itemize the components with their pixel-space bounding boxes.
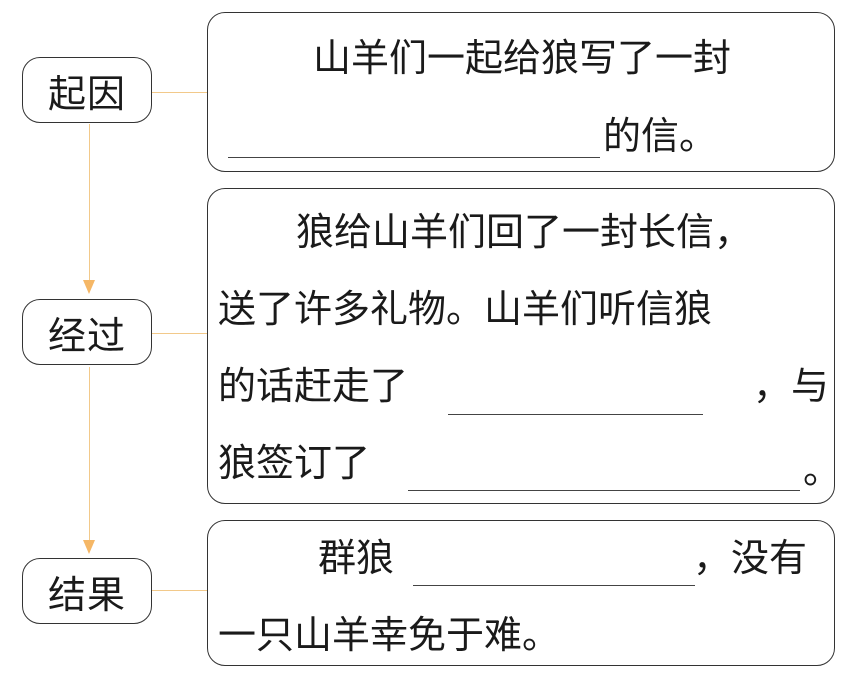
result-box: 群狼 ，没有 一只山羊幸免于难。 xyxy=(207,520,835,666)
cause-line-1: 山羊们一起给狼写了一封 xyxy=(313,36,732,80)
connector-process-to-result xyxy=(89,367,90,544)
result-line-1-end: ，没有 xyxy=(693,536,808,580)
process-box: 狼给山羊们回了一封长信， 送了许多礼物。山羊们听信狼 的话赶走了 ，与 狼签订了… xyxy=(207,188,841,504)
stage-label-process: 经过 xyxy=(22,299,152,365)
stage-label-process-text: 经过 xyxy=(47,313,126,358)
process-line-2: 送了许多礼物。山羊们听信狼 xyxy=(218,287,713,331)
stage-label-cause-text: 起因 xyxy=(47,71,126,116)
process-line-1: 狼给山羊们回了一封长信， xyxy=(296,210,753,254)
result-line-2: 一只山羊幸免于难。 xyxy=(218,613,561,657)
connector-cause-box xyxy=(152,92,208,93)
process-line-3-end: ，与 xyxy=(753,364,830,408)
cause-box: 山羊们一起给狼写了一封 的信。 xyxy=(207,12,835,172)
stage-label-result-text: 结果 xyxy=(47,572,126,617)
arrow-down-icon xyxy=(83,280,95,294)
result-line-1-start: 群狼 xyxy=(318,536,395,580)
arrow-down-icon xyxy=(83,540,95,554)
cause-line-2-end: 的信。 xyxy=(603,114,718,158)
connector-result-box xyxy=(152,590,208,591)
stage-label-result: 结果 xyxy=(22,558,152,624)
connector-process-box xyxy=(152,333,208,334)
process-line-4-start: 狼签订了 xyxy=(218,441,371,485)
result-blank[interactable] xyxy=(413,585,695,586)
connector-cause-to-process xyxy=(89,124,90,284)
process-blank-2[interactable] xyxy=(408,490,800,491)
cause-blank[interactable] xyxy=(228,157,600,158)
process-line-4-end: 。 xyxy=(803,448,842,492)
stage-label-cause: 起因 xyxy=(22,57,152,123)
process-blank-1[interactable] xyxy=(448,414,703,415)
process-line-3-start: 的话赶走了 xyxy=(218,364,409,408)
